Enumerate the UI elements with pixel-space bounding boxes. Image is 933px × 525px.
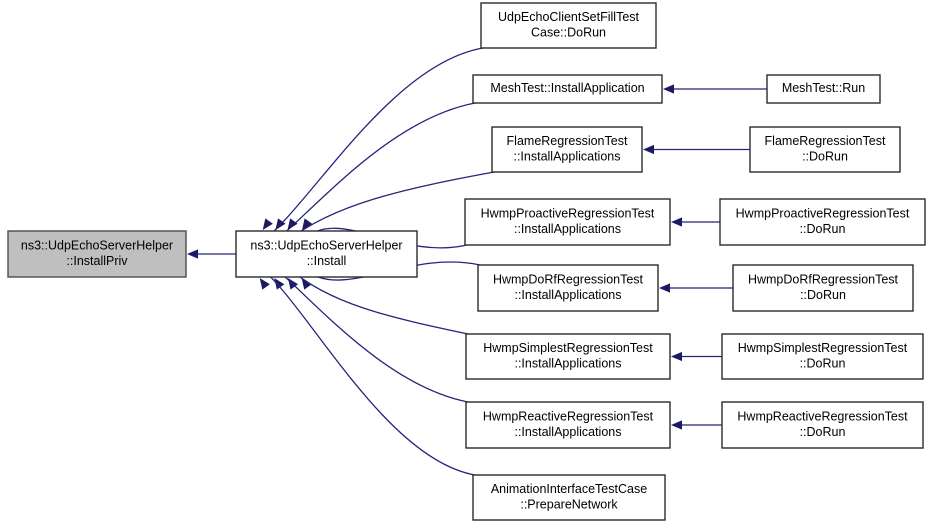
node-label: ns3::UdpEchoServerHelper::InstallPriv bbox=[21, 239, 173, 269]
node-box[interactable] bbox=[719, 198, 926, 246]
node-box[interactable] bbox=[472, 474, 666, 521]
edge-animationinterface_preparenetwork-to-install bbox=[259, 266, 476, 476]
node-label: ns3::UdpEchoServerHelper::Install bbox=[250, 239, 402, 269]
node-animationinterface_preparenetwork[interactable]: AnimationInterfaceTestCase::PrepareNetwo… bbox=[472, 474, 666, 521]
node-box[interactable] bbox=[465, 401, 671, 449]
node-hwmpsimplest_installapplications[interactable]: HwmpSimplestRegressionTest::InstallAppli… bbox=[465, 333, 671, 380]
node-label: HwmpSimplestRegressionTest::DoRun bbox=[738, 341, 908, 371]
node-box[interactable] bbox=[480, 2, 657, 49]
edge-arrowhead bbox=[301, 278, 312, 290]
edge-arrowhead bbox=[671, 351, 682, 362]
edge-arrowhead bbox=[671, 217, 682, 227]
node-hwmpreactive_dorun[interactable]: HwmpReactiveRegressionTest::DoRun bbox=[721, 401, 924, 449]
edge-udpechoclient_setfill_dorun-to-install bbox=[262, 47, 484, 242]
node-box[interactable] bbox=[766, 74, 881, 104]
edge-hwmpproactive_dorun-to-hwmpproactive_installapplications bbox=[671, 217, 720, 227]
edge-hwmpreactive_dorun-to-hwmpreactive_installapplications bbox=[671, 420, 722, 430]
node-label: FlameRegressionTest::DoRun bbox=[765, 134, 886, 164]
node-box[interactable] bbox=[732, 264, 914, 312]
node-label: MeshTest::Run bbox=[782, 81, 865, 95]
node-box[interactable] bbox=[721, 333, 924, 380]
node-label: HwmpSimplestRegressionTest::InstallAppli… bbox=[483, 341, 653, 371]
node-hwmpdorf_installapplications[interactable]: HwmpDoRfRegressionTest::InstallApplicati… bbox=[477, 264, 659, 312]
node-label: HwmpReactiveRegressionTest::DoRun bbox=[737, 410, 908, 440]
edge-install-to-install_priv bbox=[187, 249, 236, 259]
edge-arrowhead bbox=[671, 420, 682, 430]
edge-line bbox=[259, 266, 476, 476]
edge-flame_dorun-to-flame_installapplications bbox=[643, 144, 750, 155]
node-label: HwmpProactiveRegressionTest::InstallAppl… bbox=[481, 207, 655, 237]
node-box[interactable] bbox=[472, 74, 663, 104]
edge-arrowhead bbox=[643, 144, 654, 155]
node-flame_installapplications[interactable]: FlameRegressionTest::InstallApplications bbox=[491, 126, 643, 173]
edge-arrowhead bbox=[663, 84, 674, 94]
node-box[interactable] bbox=[464, 198, 671, 246]
edge-line bbox=[287, 266, 469, 335]
edge-arrowhead bbox=[275, 218, 286, 230]
edge-hwmpsimplest_dorun-to-hwmpsimplest_installapplications bbox=[671, 351, 722, 362]
node-install_priv[interactable]: ns3::UdpEchoServerHelper::InstallPriv bbox=[7, 230, 187, 278]
node-label: HwmpDoRfRegressionTest::InstallApplicati… bbox=[493, 273, 644, 303]
edge-arrowhead bbox=[274, 278, 285, 290]
nodes-layer: ns3::UdpEchoServerHelper::InstallPriv ns3… bbox=[7, 2, 926, 521]
edge-line bbox=[262, 47, 484, 242]
edge-arrowhead bbox=[262, 218, 273, 230]
node-flame_dorun[interactable]: FlameRegressionTest::DoRun bbox=[749, 126, 901, 173]
edge-hwmpreactive_installapplications-to-install bbox=[273, 266, 469, 403]
node-box[interactable] bbox=[7, 230, 187, 278]
edge-arrowhead bbox=[302, 218, 313, 230]
node-meshtest_installapplication[interactable]: MeshTest::InstallApplication bbox=[472, 74, 663, 104]
node-box[interactable] bbox=[749, 126, 901, 173]
edge-meshtest_run-to-meshtest_installapplication bbox=[663, 84, 767, 94]
edge-arrowhead bbox=[659, 283, 670, 293]
edge-hwmpdorf_dorun-to-hwmpdorf_installapplications bbox=[659, 283, 733, 293]
node-hwmpproactive_installapplications[interactable]: HwmpProactiveRegressionTest::InstallAppl… bbox=[464, 198, 671, 246]
node-install[interactable]: ns3::UdpEchoServerHelper::Install bbox=[235, 230, 418, 278]
edge-arrowhead bbox=[187, 249, 198, 259]
node-label: AnimationInterfaceTestCase::PrepareNetwo… bbox=[491, 482, 647, 512]
node-hwmpreactive_installapplications[interactable]: HwmpReactiveRegressionTest::InstallAppli… bbox=[465, 401, 671, 449]
node-label: HwmpReactiveRegressionTest::InstallAppli… bbox=[483, 410, 654, 440]
node-meshtest_run[interactable]: MeshTest::Run bbox=[766, 74, 881, 104]
edge-arrowhead bbox=[287, 218, 298, 230]
node-box[interactable] bbox=[491, 126, 643, 173]
node-hwmpsimplest_dorun[interactable]: HwmpSimplestRegressionTest::DoRun bbox=[721, 333, 924, 380]
node-label: HwmpDoRfRegressionTest::DoRun bbox=[748, 273, 899, 303]
edge-flame_installapplications-to-install bbox=[287, 171, 495, 242]
edge-line bbox=[287, 171, 495, 242]
node-box[interactable] bbox=[477, 264, 659, 312]
node-box[interactable] bbox=[235, 230, 418, 278]
edge-line bbox=[273, 266, 469, 403]
node-box[interactable] bbox=[721, 401, 924, 449]
node-hwmpdorf_dorun[interactable]: HwmpDoRfRegressionTest::DoRun bbox=[732, 264, 914, 312]
edges-layer bbox=[187, 47, 767, 476]
edge-arrowhead bbox=[259, 278, 270, 290]
node-label: HwmpProactiveRegressionTest::DoRun bbox=[736, 207, 910, 237]
node-label: FlameRegressionTest::InstallApplications bbox=[507, 134, 628, 164]
node-hwmpproactive_dorun[interactable]: HwmpProactiveRegressionTest::DoRun bbox=[719, 198, 926, 246]
node-label: MeshTest::InstallApplication bbox=[490, 81, 644, 95]
node-box[interactable] bbox=[465, 333, 671, 380]
